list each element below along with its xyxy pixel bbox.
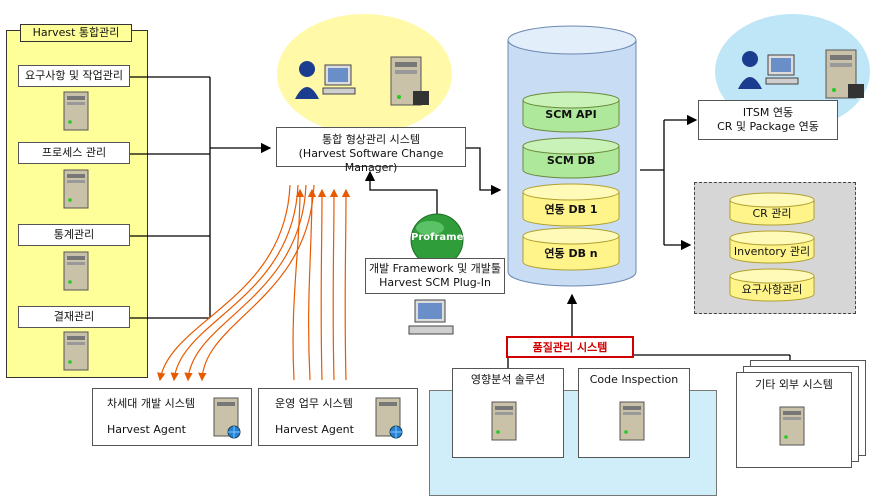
itsm-line2: CR 및 Package 연동 [717, 120, 819, 133]
server-icon [774, 405, 810, 449]
db-layer-link-n: 연동 DB n [544, 247, 598, 260]
harvest-item-label: 통계관리 [53, 228, 95, 241]
harvest-item-approval[interactable]: 결재관리 [18, 306, 130, 328]
quality-title: 품질관리 시스템 [532, 341, 608, 354]
server-icon [385, 55, 429, 111]
proframe-box[interactable]: 개발 Framework 및 개발툴 Harvest SCM Plug-In [365, 258, 505, 294]
proframe-badge[interactable]: Proframe [411, 232, 463, 243]
harvest-panel-title: Harvest 통합관리 [20, 24, 132, 42]
server-globe-icon [208, 396, 244, 440]
harvest-item-statistics[interactable]: 통계관리 [18, 224, 130, 246]
quality-tool-label: 기타 외부 시스템 [755, 378, 833, 391]
server-icon [58, 250, 94, 294]
itsm-line1: ITSM 연동 [742, 106, 794, 119]
harvest-item-label: 결재관리 [53, 310, 95, 323]
harvest-panel-title-text: Harvest 통합관리 [32, 26, 120, 39]
server-globe-icon [370, 396, 406, 440]
central-system-title: 통합 형상관리 시스템 [321, 133, 421, 146]
quality-title-box[interactable]: 품질관리 시스템 [506, 336, 634, 358]
harvest-item-label: 요구사항 및 작업관리 [24, 69, 124, 82]
side-db-requirements: 요구사항관리 [741, 283, 803, 296]
harvest-item-requirements[interactable]: 요구사항 및 작업관리 [18, 65, 130, 87]
side-db-inventory: Inventory 관리 [733, 245, 811, 258]
side-db-cr: CR 관리 [752, 207, 792, 220]
agent-title: 차세대 개발 시스템 [107, 397, 195, 410]
quality-tool-label: Code Inspection [589, 373, 679, 386]
harvest-item-process[interactable]: 프로세스 관리 [18, 142, 130, 164]
proframe-badge-text: Proframe [411, 232, 464, 243]
db-layer-link-1: 연동 DB 1 [544, 203, 598, 216]
server-icon [820, 48, 864, 104]
server-icon [58, 330, 94, 374]
agent-title: 운영 업무 시스템 [275, 397, 353, 410]
quality-tool-label: 영향분석 솔루션 [470, 373, 546, 386]
central-system-subtitle: (Harvest Software Change Manager) [298, 147, 444, 174]
server-icon [58, 90, 94, 134]
proframe-line2: Harvest SCM Plug-In [379, 276, 491, 289]
itsm-box[interactable]: ITSM 연동 CR 및 Package 연동 [698, 100, 838, 140]
layer-shapes [522, 91, 620, 271]
harvest-item-label: 프로세스 관리 [41, 146, 107, 159]
arrow-proframe [364, 170, 438, 225]
proframe-line1: 개발 Framework 및 개발툴 [368, 262, 502, 275]
central-system-box[interactable]: 통합 형상관리 시스템 (Harvest Software Change Man… [276, 127, 466, 174]
agent-label: Harvest Agent [107, 423, 186, 436]
server-icon [486, 400, 522, 444]
agent-label: Harvest Agent [275, 423, 354, 436]
side-db-cylinders [729, 192, 815, 302]
db-layer-scm-api: SCM API [545, 108, 597, 121]
agent-arrows [157, 184, 351, 382]
server-icon [58, 168, 94, 212]
arrow-to-db [465, 147, 502, 196]
server-icon [614, 400, 650, 444]
db-layer-scm-db: SCM DB [546, 154, 596, 167]
